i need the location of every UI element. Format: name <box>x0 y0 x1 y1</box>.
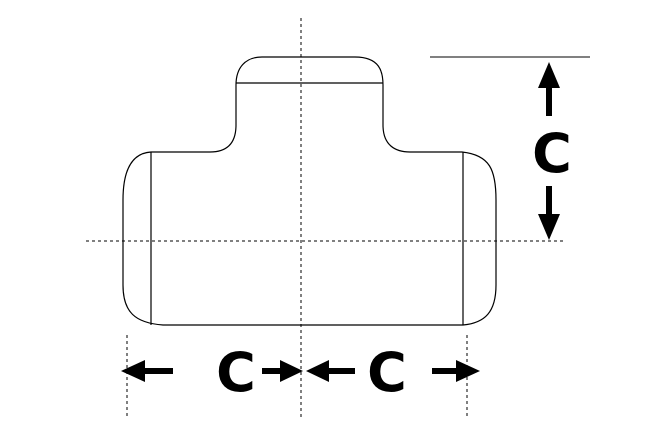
left-dimension-label: C <box>216 341 256 404</box>
arrow-right-icon <box>280 360 303 382</box>
arrow-left-shaft <box>327 368 355 374</box>
arrow-left-shaft <box>143 368 173 374</box>
arrow-down-shaft <box>546 186 552 218</box>
arrow-down-icon <box>538 214 560 240</box>
arrow-up-icon <box>538 62 560 88</box>
tee-outline <box>122 56 497 326</box>
arrow-right-icon <box>456 360 480 382</box>
left-dimension: C <box>121 341 303 404</box>
arrow-right-shaft <box>432 368 458 374</box>
right-dimension-label: C <box>367 341 407 404</box>
arrow-right-shaft <box>262 368 282 374</box>
arrow-left-icon <box>306 360 329 382</box>
arrow-up-shaft <box>546 86 552 116</box>
right-dimension: C <box>306 341 480 404</box>
height-dimension-label: C <box>532 122 572 185</box>
vertical-dimension: C <box>532 62 572 240</box>
arrow-left-icon <box>121 360 145 382</box>
